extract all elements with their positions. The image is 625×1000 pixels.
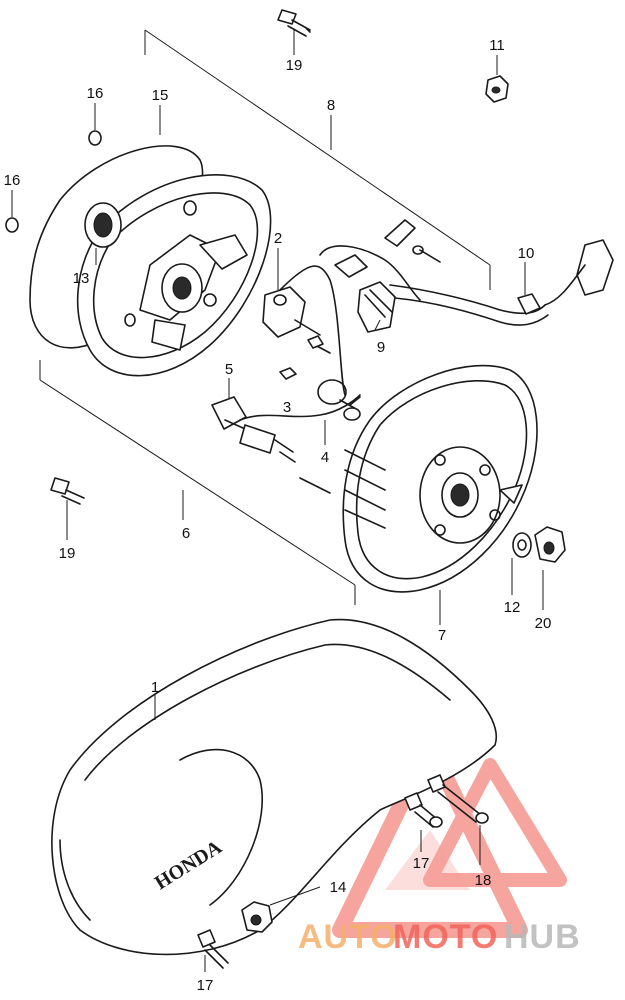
callout-18: 18 bbox=[475, 872, 492, 889]
callout-20: 20 bbox=[535, 615, 552, 632]
oil-seal-13 bbox=[84, 202, 122, 248]
callout-11: 11 bbox=[489, 37, 505, 54]
o-ring-16-left bbox=[5, 217, 19, 233]
watermark-moto: MOTO bbox=[393, 918, 498, 956]
flywheel-7 bbox=[342, 364, 538, 593]
assembly-bracket-6 bbox=[39, 360, 356, 605]
callout-19-lower: 19 bbox=[59, 545, 76, 562]
block-3 bbox=[279, 367, 297, 380]
watermark-auto: AUTO bbox=[298, 918, 398, 956]
watermark-hub: HUB bbox=[504, 918, 581, 956]
bolt-17-upper bbox=[404, 792, 443, 828]
nut-11 bbox=[485, 75, 509, 103]
nut-20 bbox=[534, 526, 566, 563]
callout-12: 12 bbox=[504, 599, 521, 616]
callout-7: 7 bbox=[438, 627, 446, 644]
o-ring-16-upper bbox=[88, 130, 102, 146]
side-cover-1: HONDA bbox=[51, 618, 497, 956]
callout-8: 8 bbox=[327, 97, 335, 114]
callout-2: 2 bbox=[274, 230, 282, 247]
callout-13: 13 bbox=[73, 270, 90, 287]
callout-5: 5 bbox=[225, 361, 233, 378]
callout-14: 14 bbox=[330, 879, 347, 896]
callout-17-lower: 17 bbox=[197, 977, 214, 994]
bolt-17-lower bbox=[197, 929, 229, 969]
callout-17-upper: 17 bbox=[413, 855, 430, 872]
callout-9: 9 bbox=[377, 339, 385, 356]
watermark-logo bbox=[332, 737, 567, 938]
washer-12 bbox=[512, 532, 532, 558]
callout-leaders bbox=[11, 30, 544, 972]
watermark-text: AUTO MOTO HUB bbox=[298, 918, 581, 956]
callout-16-left: 16 bbox=[4, 172, 21, 189]
assembly-bracket-8 bbox=[144, 29, 491, 290]
condenser-4 bbox=[317, 379, 361, 421]
stator-plate-6 bbox=[76, 174, 272, 377]
callout-15: 15 bbox=[152, 87, 169, 104]
callout-10: 10 bbox=[518, 245, 535, 262]
callout-labels: 19 11 16 15 8 16 2 10 13 9 5 3 4 6 19 7 … bbox=[4, 37, 552, 994]
callout-19-top: 19 bbox=[286, 57, 303, 74]
switch-5 bbox=[211, 394, 361, 494]
wire-clamp bbox=[384, 219, 441, 263]
nut-14 bbox=[241, 901, 273, 933]
callout-1: 1 bbox=[151, 679, 159, 696]
bolt-18 bbox=[427, 774, 489, 824]
callout-4: 4 bbox=[321, 449, 329, 466]
contact-breaker-2 bbox=[262, 286, 331, 354]
callout-6: 6 bbox=[182, 525, 190, 542]
screw-19-lower bbox=[50, 477, 85, 505]
callout-16-upper: 16 bbox=[87, 85, 104, 102]
harness-10 bbox=[389, 239, 614, 326]
callout-3: 3 bbox=[283, 399, 291, 416]
screw-19-top bbox=[277, 9, 311, 37]
